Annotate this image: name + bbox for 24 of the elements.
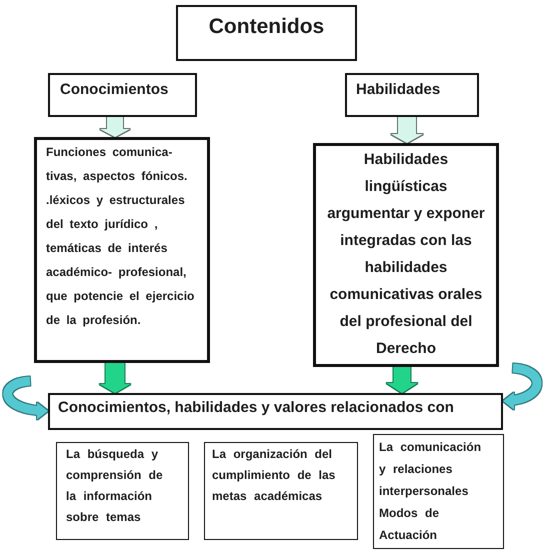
topic-box: [373, 434, 504, 549]
curved-arrow: [502, 364, 542, 409]
topic-box: [56, 442, 189, 540]
block-arrow: [100, 363, 130, 393]
curved-arrow: [3, 376, 48, 419]
category-box: [48, 73, 197, 117]
block-arrow: [391, 117, 423, 143]
block-arrow: [100, 117, 130, 137]
summary-text: Conocimientos, habilidades y valores relacionados con: [58, 399, 454, 417]
topic-text: La comunicación y relaciones interpersonales Modos de Actuación: [379, 439, 482, 544]
category-box: [345, 73, 479, 117]
block-arrow: [386, 367, 418, 393]
summary-box: [48, 393, 503, 430]
topic-text: La organización del cumplimiento de las metas académicas: [212, 446, 336, 505]
category-label: Conocimientos: [60, 81, 168, 99]
description-text: Funciones comunica- tivas, aspectos fónicos. .léxicos y estructurales del texto jurídico , temáticas de interés académico- profesional, que potencie el ejercicio de la profesión.: [46, 144, 196, 329]
heading-text: Contenidos: [208, 15, 324, 39]
heading-box: [176, 5, 357, 61]
description-box: [313, 143, 499, 367]
topic-text: La búsqueda y comprensión de la información sobre temas: [66, 446, 164, 526]
topic-box: [204, 442, 358, 540]
description-box: [34, 137, 210, 363]
description-text: Habilidades lingüísticas argumentar y exponer integradas con las habilidades comunicativas orales del profesional del Derecho: [326, 150, 486, 359]
category-label: Habilidades: [356, 81, 440, 99]
